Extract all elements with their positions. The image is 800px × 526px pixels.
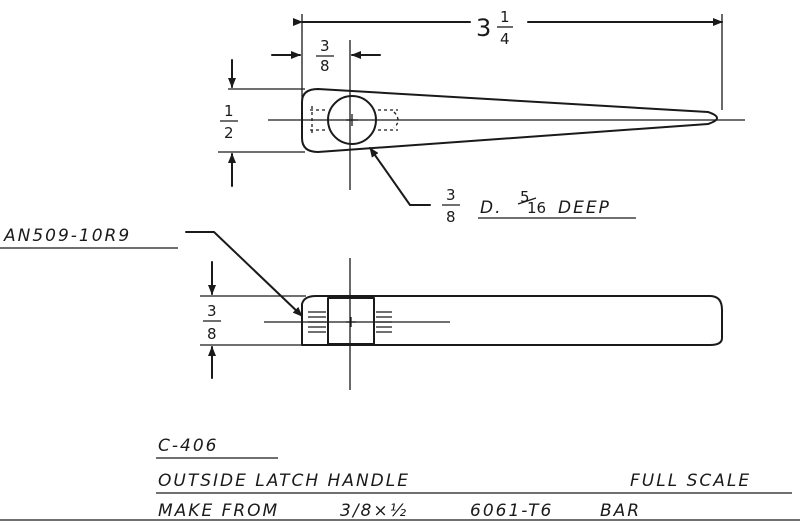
part-callout: AN509-10R9 [0,226,303,317]
width-den: 2 [224,124,234,142]
part-callout-text: AN509-10R9 [3,226,131,246]
side-view: 3 8 [200,258,723,390]
top-view: 3 1 4 3 8 1 2 [218,8,745,190]
hole-depth-text: DEEP [558,198,611,218]
material: 6061-T6 [470,501,553,521]
width-dim: 1 2 [220,102,238,142]
hole-depth-den: 16 [527,199,546,217]
hole-circle [327,95,377,145]
hole-dia-den: 8 [446,208,456,226]
hole-leader [369,147,431,206]
stock-size: 3/8×½ [340,501,408,521]
handle-top-outline [301,88,718,153]
offset-dim: 3 8 [316,37,334,75]
thickness-den: 8 [207,325,217,343]
part-name: OUTSIDE LATCH HANDLE [158,471,410,491]
hidden-bolt-lines [310,106,399,134]
length-num: 1 [500,8,510,26]
fraction-slash [517,197,537,205]
thickness-num: 3 [207,302,217,320]
length-whole: 3 [476,14,491,42]
hole-dia-num: 3 [446,186,456,204]
hole-dia-text: D. [480,198,503,218]
pivot-block [327,297,375,345]
scale-text: FULL SCALE [630,471,751,491]
length-den: 4 [500,30,510,48]
hole-depth-num: 5 [520,188,530,206]
stock-form: BAR [600,501,641,521]
hole-callout: 3 8 D. 5 16 DEEP [369,147,636,226]
handle-side-outline [301,295,723,346]
width-num: 1 [224,102,234,120]
part-number: C-406 [158,436,218,456]
part-leader [185,231,303,317]
offset-num: 3 [320,37,330,55]
screw-threads [308,311,392,333]
make-from-prefix: MAKE FROM [158,501,279,521]
thickness-dim: 3 8 [203,302,221,343]
title-block: C-406 OUTSIDE LATCH HANDLE FULL SCALE MA… [0,436,800,521]
offset-den: 8 [320,57,330,75]
overall-length-dim: 3 1 4 [476,8,513,48]
